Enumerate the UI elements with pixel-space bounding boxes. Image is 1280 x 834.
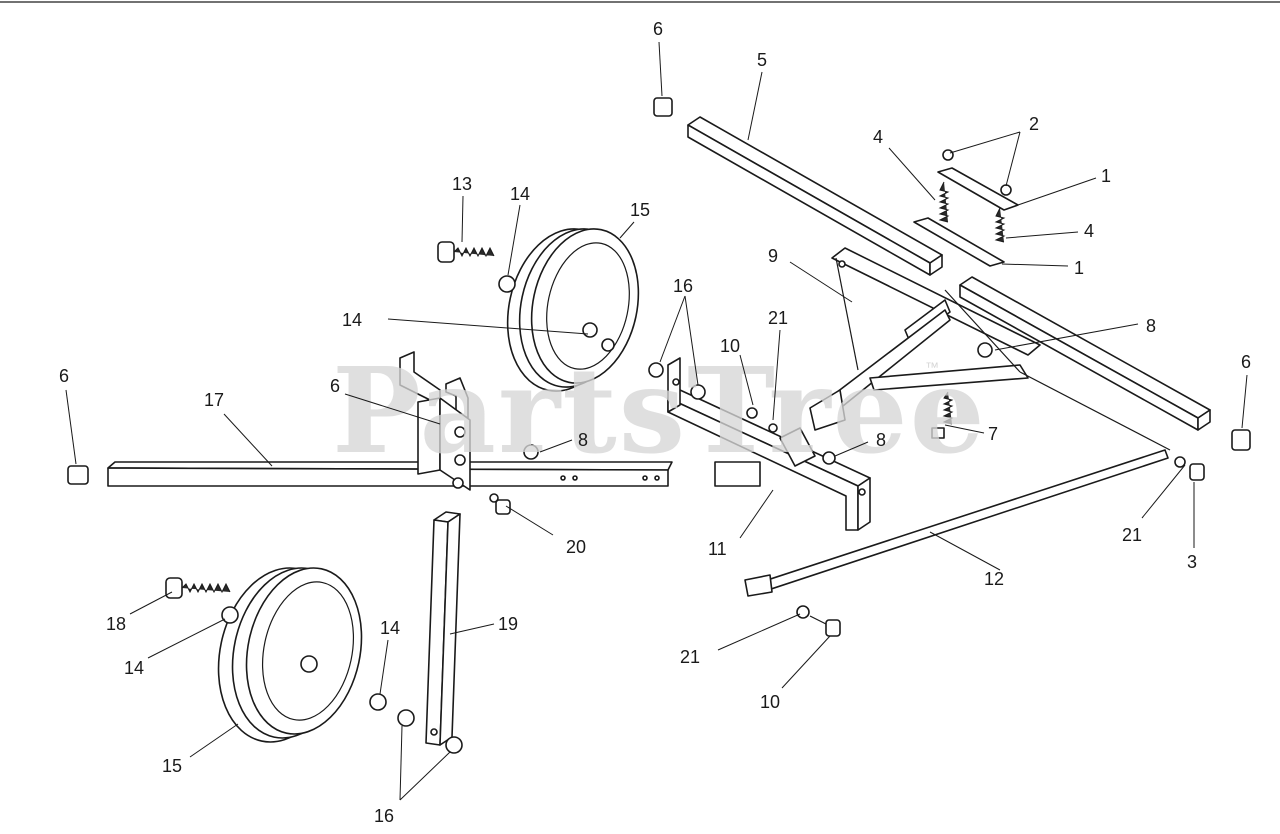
callout-5: 5	[757, 50, 767, 70]
callout-6-top: 6	[653, 19, 663, 39]
part-21-washer-right	[1174, 456, 1186, 468]
callout-6-center: 6	[330, 376, 340, 396]
part-14-washer-upper	[498, 275, 516, 293]
callout-1-lower: 1	[1074, 258, 1084, 278]
part-square-tube-lower	[959, 276, 1211, 431]
callout-2: 2	[1029, 114, 1039, 134]
part-2-nut-left	[942, 149, 954, 161]
part-21-washer-lower	[796, 605, 810, 619]
part-8-nut-left	[523, 444, 539, 460]
part-4-spring-right	[994, 207, 1006, 243]
callout-13: 13	[452, 174, 472, 194]
part-21-washer-upper	[768, 423, 778, 433]
part-11-axle-bracket	[667, 357, 871, 531]
callout-14-lower-right: 14	[380, 618, 400, 638]
callout-10-lower: 10	[760, 692, 780, 712]
part-14-washer-lower-right	[369, 693, 387, 711]
part-16-nut-upper-a	[648, 362, 664, 378]
callout-15-upper: 15	[630, 200, 650, 220]
part-6-cap-top	[653, 97, 673, 117]
part-16-nut-lower-a	[397, 709, 415, 727]
part-15-wheel-lower	[217, 567, 363, 743]
callout-4-lower: 4	[1084, 221, 1094, 241]
watermark-text: PartsTree	[332, 341, 987, 480]
part-10-bolt-lower	[809, 615, 841, 637]
part-13-bolt-upper	[437, 241, 495, 263]
part-15-wheel-upper	[506, 228, 640, 392]
part-10-bolt-upper	[746, 407, 758, 419]
part-18-bolt-lower	[165, 577, 231, 599]
part-8-nut-right	[822, 451, 836, 465]
callout-7: 7	[988, 424, 998, 444]
part-small-plate	[779, 427, 816, 467]
part-9-hitch-frame	[809, 247, 1171, 451]
callout-12: 12	[984, 569, 1004, 589]
callout-21-lower: 21	[680, 647, 700, 667]
part-3-bolt	[1189, 463, 1205, 481]
callout-11: 11	[708, 539, 727, 559]
callout-labels: 1 1 2 3 4 4 5 6 6 6 6 7 8 8 8 9 10 10 11…	[59, 19, 1251, 826]
callout-18: 18	[106, 614, 126, 634]
watermark: PartsTree ™	[332, 341, 987, 480]
part-5-square-tube	[687, 116, 943, 276]
callout-21-right: 21	[1122, 525, 1142, 545]
callout-3: 3	[1187, 552, 1197, 572]
callout-8-right: 8	[1146, 316, 1156, 336]
callout-19: 19	[498, 614, 518, 634]
callout-8-left: 8	[578, 430, 588, 450]
callout-17: 17	[204, 390, 224, 410]
part-14-washer-lower-left	[221, 606, 239, 624]
part-8-nut-upper	[977, 342, 993, 358]
callout-8-center: 8	[876, 430, 886, 450]
leader-lines	[65, 41, 1248, 801]
callout-4-upper: 4	[873, 127, 883, 147]
watermark-trademark: ™	[925, 359, 939, 375]
part-4-spring-left	[938, 181, 950, 223]
part-t-bracket	[399, 351, 471, 491]
callout-6-left: 6	[59, 366, 69, 386]
part-12-tow-bar	[744, 449, 1169, 597]
callout-20: 20	[566, 537, 586, 557]
part-6-cap-left	[67, 465, 89, 485]
part-6-cap-right	[1231, 429, 1251, 451]
callout-1-upper: 1	[1101, 166, 1111, 186]
callout-10-upper: 10	[720, 336, 740, 356]
callout-14-center: 14	[342, 310, 362, 330]
callout-9: 9	[768, 246, 778, 266]
part-20-bolt	[489, 493, 511, 515]
callout-14-upper: 14	[510, 184, 530, 204]
part-7-spring-bolt	[931, 391, 954, 439]
part-16-nut-lower-b	[445, 736, 463, 754]
callout-16-lower: 16	[374, 806, 394, 826]
part-17-long-tube	[107, 461, 673, 487]
callout-16-upper: 16	[673, 276, 693, 296]
part-19-vertical-tube	[425, 511, 461, 746]
callout-21-upper: 21	[768, 308, 788, 328]
callout-14-lower-left: 14	[124, 658, 144, 678]
callout-6-right: 6	[1241, 352, 1251, 372]
part-2-nut-right	[1000, 184, 1012, 196]
callout-15-lower: 15	[162, 756, 182, 776]
